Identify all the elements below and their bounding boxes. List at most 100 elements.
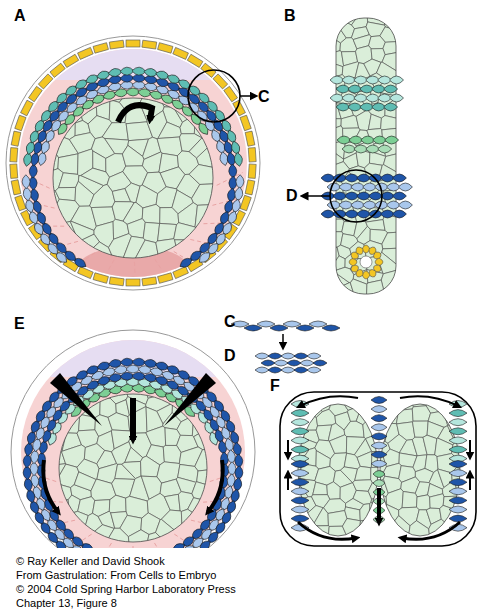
mesoderm-cell [449, 479, 467, 486]
cell [160, 208, 179, 225]
movement-arrow [300, 396, 358, 406]
mesoderm-cell [154, 360, 170, 372]
cell [381, 522, 396, 550]
cell-sheet [364, 390, 476, 550]
callout-circle [330, 170, 382, 222]
mesoderm-cell [197, 538, 213, 548]
mesoderm-cell [371, 451, 387, 458]
cell-sheet [42, 377, 224, 548]
ectoderm-cell [126, 40, 140, 47]
mesoderm-cell [231, 198, 242, 214]
yolk-plug [59, 394, 207, 542]
movement-arrow [43, 460, 58, 512]
cell [142, 204, 160, 223]
cell [369, 36, 386, 49]
mesoderm-cell [449, 437, 467, 444]
mesoderm-cell [24, 198, 35, 214]
ectoderm-cell [248, 148, 256, 162]
ectoderm-cell [10, 164, 18, 178]
panel-letter: D [224, 348, 236, 364]
cell [59, 173, 79, 188]
cell [177, 417, 194, 436]
cell [195, 449, 224, 471]
mesoderm-cell [449, 428, 467, 435]
cell [141, 456, 160, 477]
cell [357, 451, 372, 467]
mesoderm-cell [197, 250, 213, 265]
cell [102, 123, 128, 141]
blastopore [360, 256, 372, 268]
ectoderm-cell [158, 43, 173, 54]
mesoderm-cell [378, 145, 392, 153]
mesoderm-cell [261, 360, 275, 366]
cell [402, 491, 417, 507]
mesoderm-cell [108, 67, 123, 77]
cell [327, 482, 340, 500]
mesoderm-region [21, 340, 245, 548]
cell [416, 495, 430, 510]
cell [371, 390, 394, 412]
cell [423, 435, 437, 455]
mesoderm-cell [96, 360, 112, 372]
cell [70, 511, 89, 529]
panel-letter: B [284, 8, 296, 24]
mesoderm-cell [244, 325, 262, 331]
cell [355, 466, 371, 480]
ectoderm-cell [142, 40, 157, 49]
mesoderm-cell [449, 470, 467, 477]
mesoderm-cell [449, 410, 467, 417]
ectoderm-cell [245, 131, 255, 146]
cell [444, 390, 476, 408]
cell [412, 406, 430, 421]
mesoderm-cell [170, 541, 186, 548]
embryo-outline [280, 392, 476, 546]
mesoderm-cell [257, 321, 275, 327]
mesoderm-cell [291, 428, 309, 435]
cell [313, 482, 328, 495]
mesoderm-cell [294, 367, 308, 373]
dashed-line [133, 546, 134, 548]
cell [364, 424, 388, 442]
mesoderm-cell [160, 547, 176, 548]
ectoderm-cell [158, 273, 173, 284]
cell [364, 466, 385, 489]
cell [329, 435, 346, 454]
mesoderm-cell [233, 152, 243, 167]
mesoderm-cell [296, 325, 314, 331]
yolk-plug [53, 98, 213, 258]
panel-letter: E [14, 316, 25, 332]
movement-arrow [377, 488, 381, 522]
mesoderm-cell [398, 183, 412, 191]
movement-arrow [400, 396, 458, 406]
mesoderm-cell [449, 461, 467, 468]
cell [122, 145, 144, 166]
mesoderm-cell [300, 360, 314, 366]
cell [126, 496, 149, 518]
mesoderm-cell [274, 360, 288, 366]
mesoderm-cell [25, 140, 37, 156]
cell [192, 242, 233, 279]
mesoderm-cell [25, 488, 36, 504]
mesoderm-cell [392, 210, 406, 218]
movement-arrow [287, 474, 289, 490]
mesoderm-cell [291, 497, 309, 504]
cell [128, 530, 149, 548]
mesoderm-cell [384, 85, 398, 93]
lobe-outline [298, 404, 378, 536]
mesoderm-cell [385, 136, 399, 144]
mesoderm-cell [291, 479, 309, 486]
mesoderm-cell [230, 140, 242, 156]
movement-arrow [287, 440, 289, 456]
cell [146, 426, 166, 447]
cell [344, 453, 360, 469]
mesoderm-cell [255, 367, 269, 373]
ectoderm-cell [248, 164, 256, 178]
mesoderm-cell [270, 325, 288, 331]
cell [382, 231, 396, 248]
mesoderm-cell [24, 442, 34, 457]
ectoderm-cell [93, 273, 108, 284]
mesoderm-cell [180, 543, 196, 548]
mesoderm-cell [22, 152, 32, 167]
mesoderm-cell [373, 471, 385, 478]
copyright-note: Chapter 13, Figure 8 [16, 598, 117, 609]
